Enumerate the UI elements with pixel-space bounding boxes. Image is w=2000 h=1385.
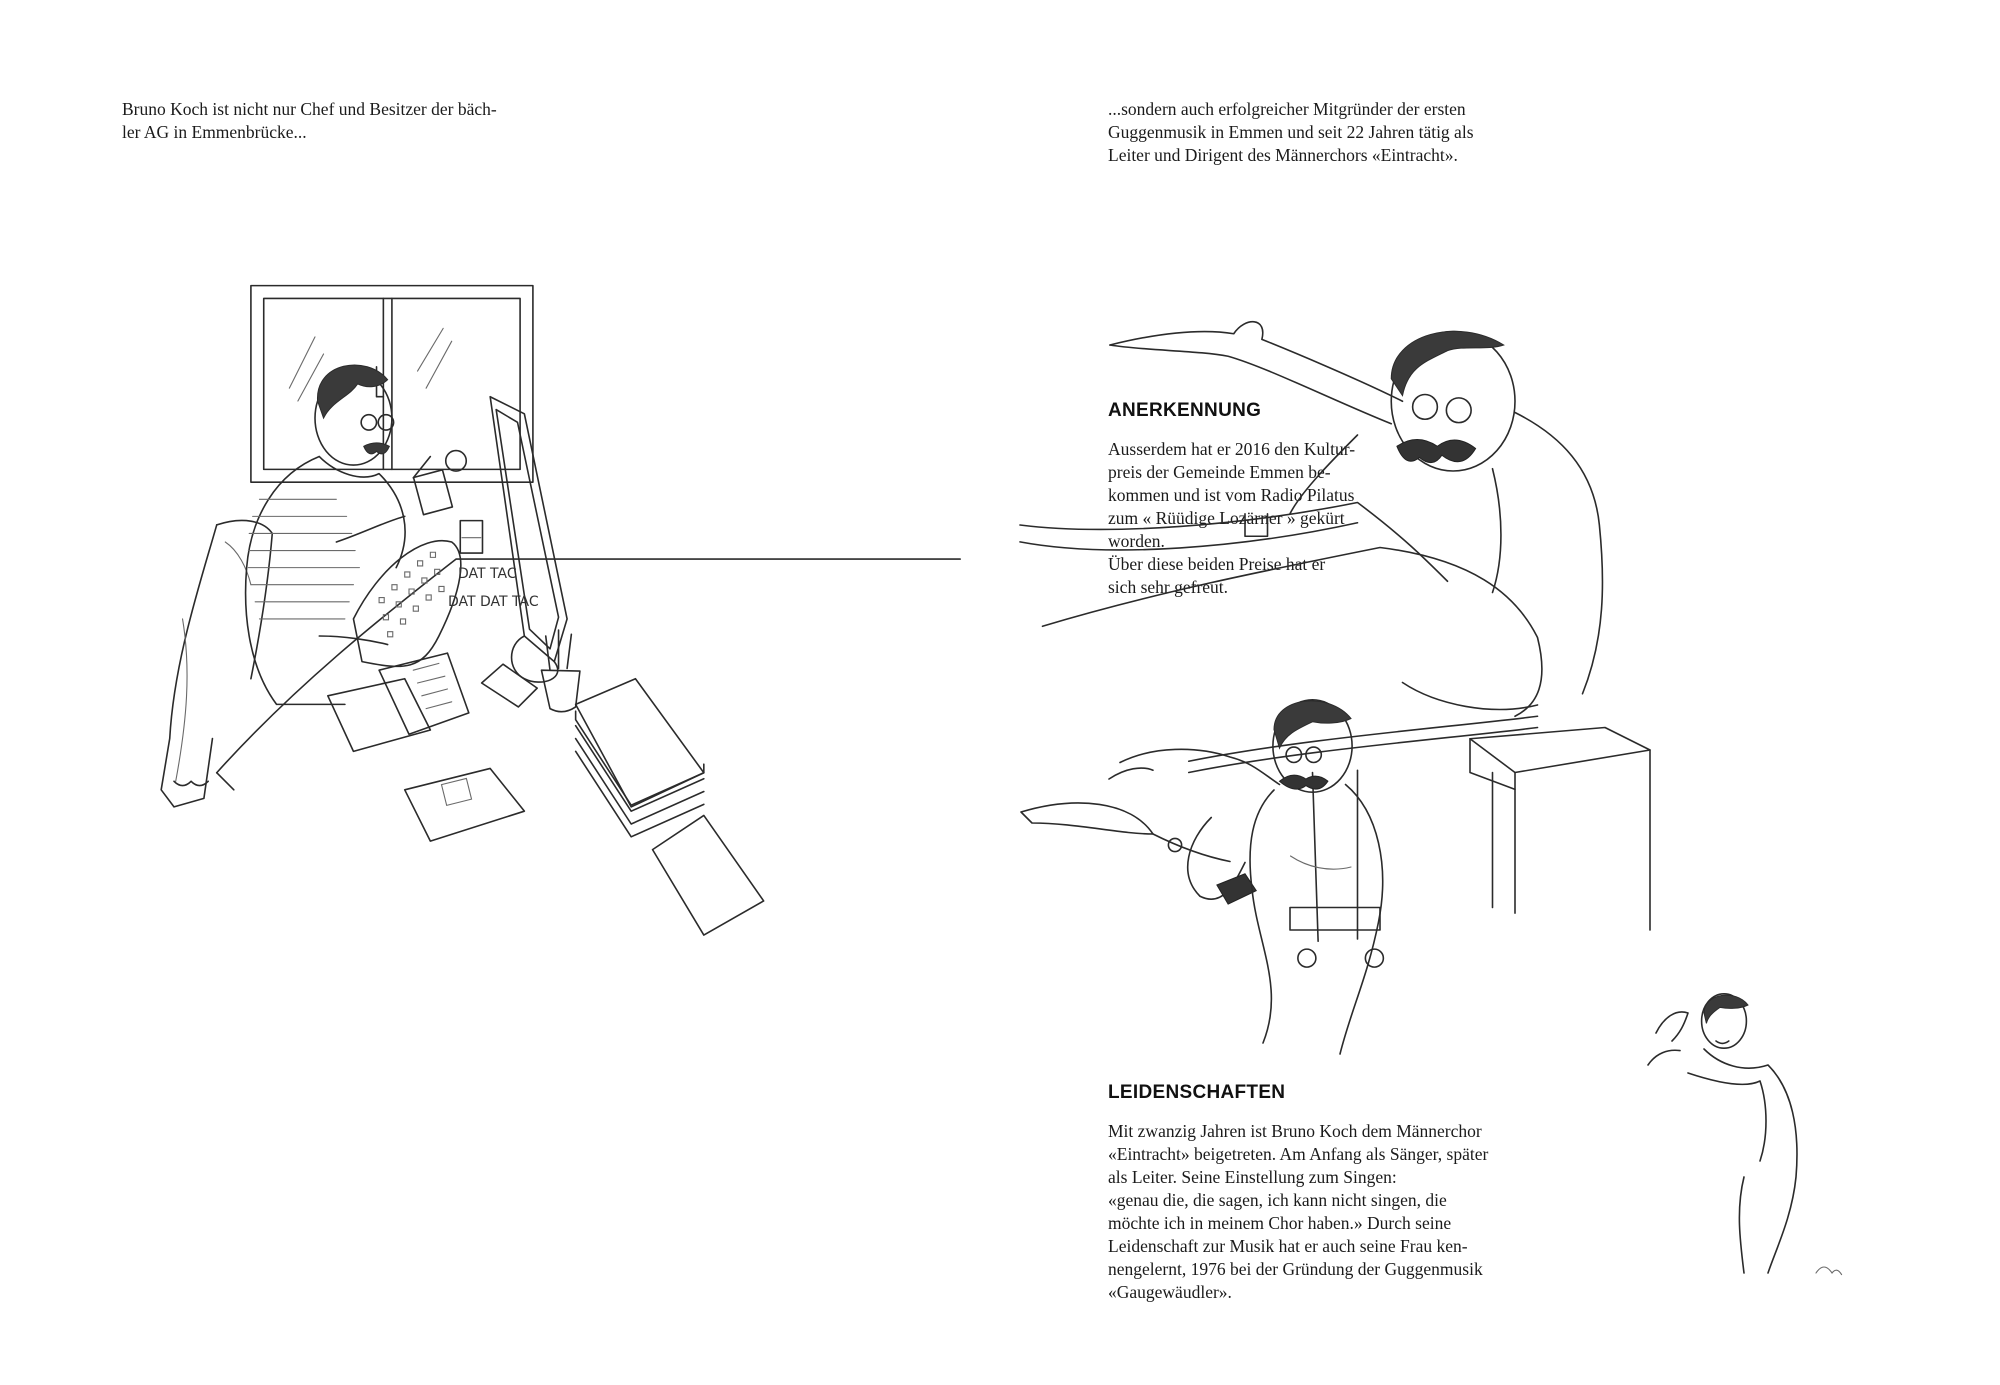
keyboard-sound-text-1: DAT TAC xyxy=(458,566,517,582)
keyboard-sound-text-2: DAT DAT TAC xyxy=(448,594,539,610)
illustration-singer xyxy=(1640,985,1880,1305)
illustration-conductor-piano xyxy=(1020,300,1920,1200)
section-heading-anerkennung: ANERKENNUNG xyxy=(1108,400,1262,421)
illustration-second-conductor xyxy=(1010,680,1450,1120)
section-heading-leidenschaften: LEIDENSCHAFTEN xyxy=(1108,1082,1286,1103)
section-body-anerkennung: Ausserdem hat er 2016 den Kultur- preis … xyxy=(1108,439,1356,597)
illustration-office-desk xyxy=(100,260,1000,1200)
section-body-leidenschaften: Mit zwanzig Jahren ist Bruno Koch dem Mä… xyxy=(1108,1121,1489,1302)
right-page-caption: ...sondern auch erfolgreicher Mitgründer… xyxy=(1108,99,1474,165)
left-page-caption: Bruno Koch ist nicht nur Chef und Besitz… xyxy=(122,99,497,142)
